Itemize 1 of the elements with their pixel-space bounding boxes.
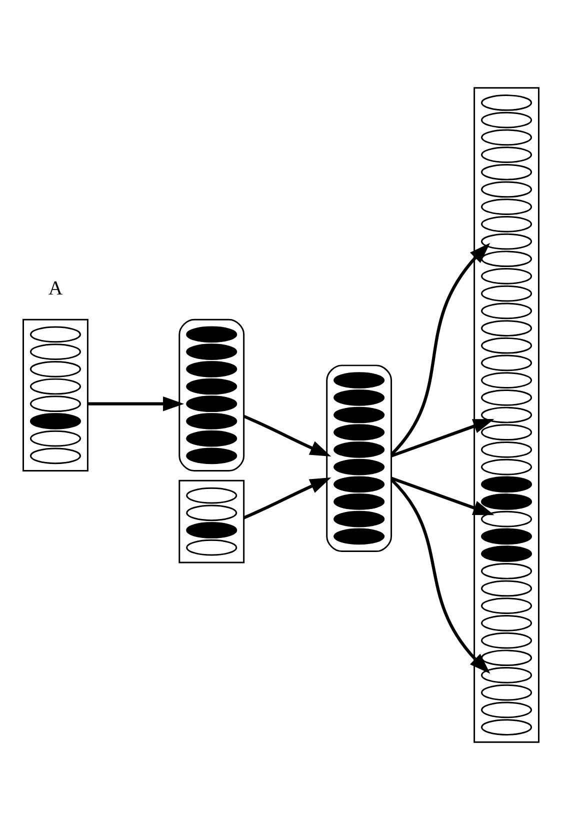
label: A bbox=[48, 278, 63, 300]
